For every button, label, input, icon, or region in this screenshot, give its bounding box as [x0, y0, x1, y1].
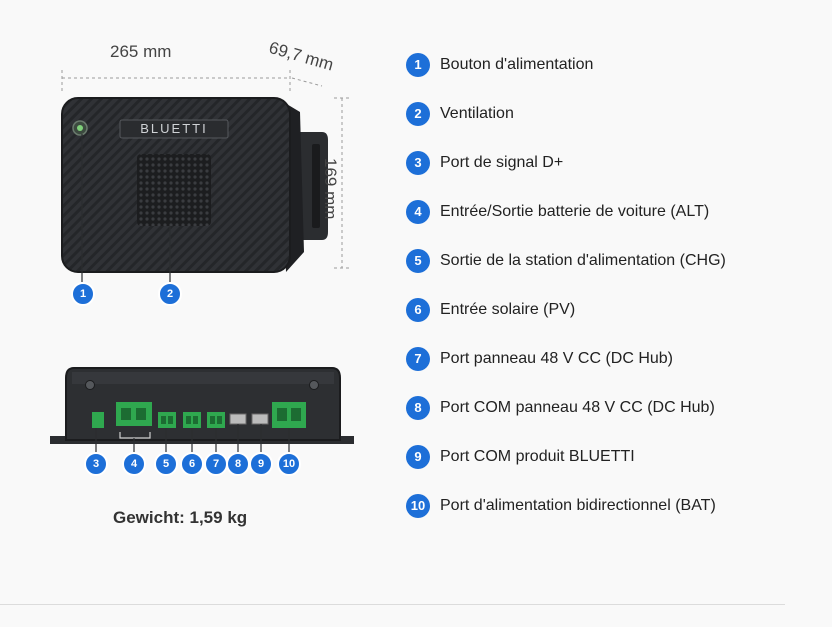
device-top-view	[61, 97, 328, 282]
height-dimension-line	[334, 97, 350, 269]
legend-number-badge: 9	[406, 444, 430, 469]
callout-2: 2	[158, 282, 182, 306]
legend-label: Bouton d'alimentation	[440, 55, 594, 73]
legend-number-badge: 1	[406, 52, 430, 77]
callout-6: 6	[180, 452, 204, 476]
callout-7: 7	[204, 452, 228, 476]
legend-label: Port de signal D+	[440, 153, 564, 171]
legend-label: Port COM produit BLUETTI	[440, 447, 635, 465]
legend-item: 8 Port COM panneau 48 V CC (DC Hub)	[406, 383, 726, 432]
callout-1: 1	[71, 282, 95, 306]
legend-item: 7 Port panneau 48 V CC (DC Hub)	[406, 334, 726, 383]
callout-9: 9	[249, 452, 273, 476]
legend-item: 3 Port de signal D+	[406, 138, 726, 187]
legend-label: Port d'alimentation bidirectionnel (BAT)	[440, 496, 716, 514]
legend-number-badge: 5	[406, 248, 430, 273]
legend-item: 10 Port d'alimentation bidirectionnel (BA…	[406, 481, 726, 530]
callout-5: 5	[154, 452, 178, 476]
legend-number-badge: 4	[406, 199, 430, 224]
weight-label: Gewicht: 1,59 kg	[113, 508, 248, 527]
legend-label: Entrée solaire (PV)	[440, 300, 576, 318]
bottom-divider	[0, 604, 785, 605]
depth-dimension-line	[291, 77, 323, 87]
legend-number-badge: 10	[406, 493, 430, 518]
legend-item: 5 Sortie de la station d'alimentation (CH…	[406, 236, 726, 285]
legend-label: Port panneau 48 V CC (DC Hub)	[440, 349, 673, 367]
legend-item: 4 Entrée/Sortie batterie de voiture (ALT)	[406, 187, 726, 236]
legend-number-badge: 6	[406, 297, 430, 322]
legend-number-badge: 3	[406, 150, 430, 175]
callout-10: 10	[277, 452, 301, 476]
device-port-view	[50, 367, 354, 455]
callout-8: 8	[226, 452, 250, 476]
legend-item: 1 Bouton d'alimentation	[406, 40, 726, 89]
legend-number-badge: 2	[406, 101, 430, 126]
width-dimension-line	[61, 70, 291, 92]
legend-label: Entrée/Sortie batterie de voiture (ALT)	[440, 202, 710, 220]
legend-label: Port COM panneau 48 V CC (DC Hub)	[440, 398, 715, 416]
legend-label: Sortie de la station d'alimentation (CHG…	[440, 251, 726, 269]
legend-label: Ventilation	[440, 104, 514, 122]
legend-number-badge: 8	[406, 395, 430, 420]
legend-item: 2 Ventilation	[406, 89, 726, 138]
brand-label: BLUETTI	[140, 121, 208, 136]
width-dimension-label: 265 mm	[110, 42, 172, 61]
legend-item: 9 Port COM produit BLUETTI	[406, 432, 726, 481]
legend-item: 6 Entrée solaire (PV)	[406, 285, 726, 334]
callout-4: 4	[122, 452, 146, 476]
legend-number-badge: 7	[406, 346, 430, 371]
callout-3: 3	[84, 452, 108, 476]
height-dimension-label: 169 mm	[321, 158, 340, 220]
